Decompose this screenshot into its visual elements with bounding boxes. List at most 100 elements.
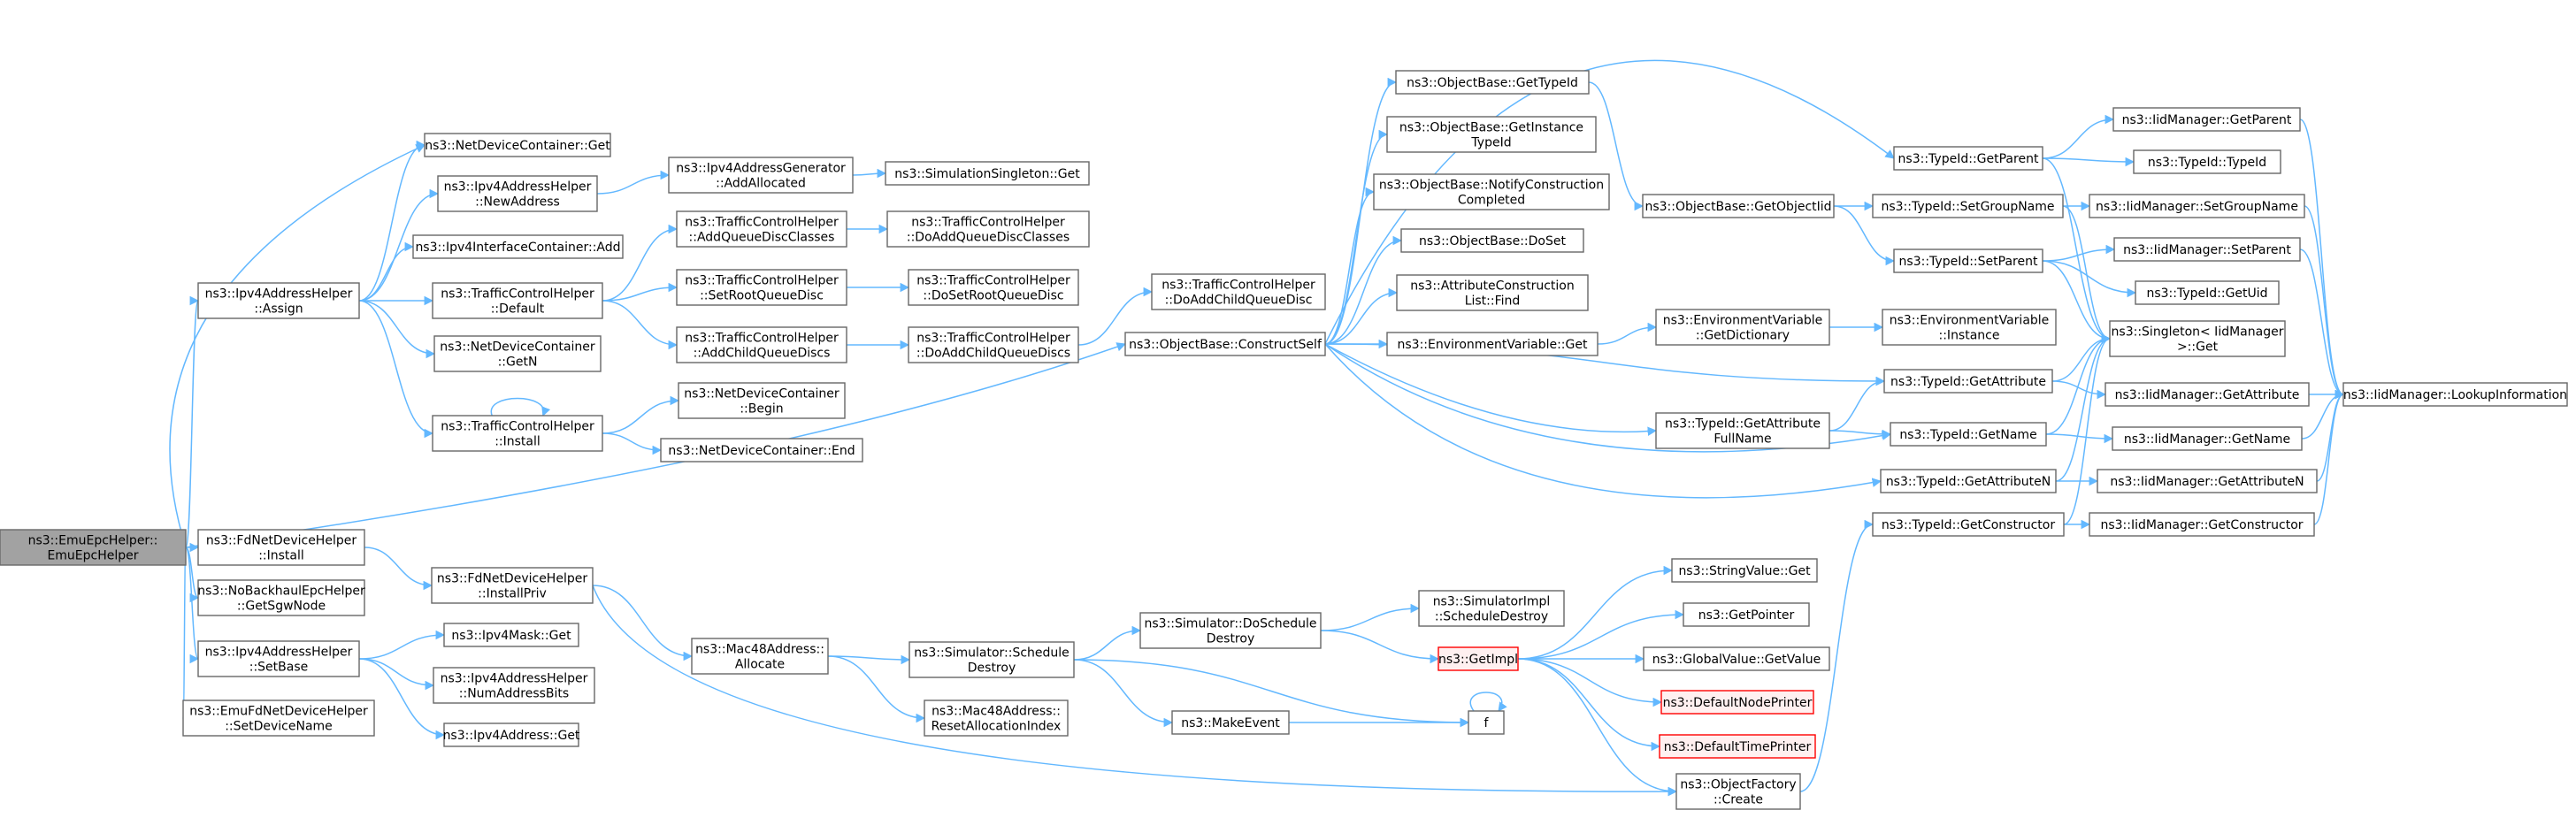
node-tch-dosetroot[interactable]: ns3::TrafficControlHelper::DoSetRootQueu… [908,269,1079,306]
node-tid-getuid[interactable]: ns3::TypeId::GetUid [2135,280,2280,305]
node-root[interactable]: ns3::EmuEpcHelper::EmuEpcHelper [0,529,187,566]
node-makeevent[interactable]: ns3::MakeEvent [1171,710,1290,735]
node-ipv4ah-assign[interactable]: ns3::Ipv4AddressHelper::Assign [197,282,360,319]
node-iid-getctor[interactable]: ns3::IidManager::GetConstructor [2089,512,2315,537]
node-tid-typeid[interactable]: ns3::TypeId::TypeId [2133,149,2281,174]
node-ndc-end[interactable]: ns3::NetDeviceContainer::End [660,438,863,463]
node-label-line: Destroy [968,661,1016,676]
node-label-line: f [1484,716,1490,730]
node-tch-addqdc[interactable]: ns3::TrafficControlHelper::AddQueueDiscC… [676,210,847,248]
node-nobh-getsgw[interactable]: ns3::NoBackhaulEpcHelper::GetSgwNode [197,579,365,616]
node-tid-getattr[interactable]: ns3::TypeId::GetAttribute [1883,369,2053,394]
node-ipv4mask-get[interactable]: ns3::Ipv4Mask::Get [443,623,579,647]
node-emufd-setdev[interactable]: ns3::EmuFdNetDeviceHelper::SetDeviceName [182,700,375,737]
node-tid-getparent[interactable]: ns3::TypeId::GetParent [1893,146,2043,171]
node-tch-default[interactable]: ns3::TrafficControlHelper::Default [432,282,603,319]
node-simsingleton-get[interactable]: ns3::SimulationSingleton::Get [885,161,1090,186]
node-ipv4ic-add[interactable]: ns3::Ipv4InterfaceContainer::Add [412,234,624,259]
edge-ipv4ah_setbase-to-ipv4mask_get [358,630,446,660]
node-ndc-begin[interactable]: ns3::NetDeviceContainer::Begin [678,382,846,419]
edge-mac48_alloc-to-sim_schedestroy [827,654,911,665]
node-ob-doset[interactable]: ns3::ObjectBase::DoSet [1400,228,1584,253]
node-tch-doaddchilds[interactable]: ns3::TrafficControlHelper::DoAddChildQue… [908,326,1079,363]
node-ndc-getn[interactable]: ns3::NetDeviceContainer::GetN [433,335,602,372]
node-label-line: ns3::GetPointer [1698,608,1795,623]
node-ipv4ag-addalloc[interactable]: ns3::Ipv4AddressGenerator::AddAllocated [668,157,854,194]
node-tid-getattrn[interactable]: ns3::TypeId::GetAttributeN [1880,469,2057,493]
node-ob-getobjtid[interactable]: ns3::ObjectBase::GetObjectIid [1642,194,1835,218]
node-iid-setparent[interactable]: ns3::IidManager::SetParent [2113,237,2301,262]
node-f[interactable]: f [1468,710,1505,735]
node-ipv4addr-get[interactable]: ns3::Ipv4Address::Get [443,722,580,747]
node-stringvalue-get[interactable]: ns3::StringValue::Get [1671,558,1818,583]
node-tch-doaddqdc[interactable]: ns3::TrafficControlHelper::DoAddQueueDis… [886,210,1090,248]
node-label-line: EmuEpcHelper [47,549,138,563]
node-globalvalue-get[interactable]: ns3::GlobalValue::GetValue [1643,646,1830,671]
node-envvar-getdict[interactable]: ns3::EnvironmentVariable::GetDictionary [1655,309,1830,346]
node-fdndh-installpriv[interactable]: ns3::FdNetDeviceHelper::InstallPriv [431,567,594,604]
node-simimpl-schedestroy[interactable]: ns3::SimulatorImpl::ScheduleDestroy [1418,590,1565,627]
node-iid-getparent[interactable]: ns3::IidManager::GetParent [2112,107,2301,132]
node-getimpl[interactable]: ns3::GetImpl [1438,646,1519,671]
node-tch-addchild[interactable]: ns3::TrafficControlHelper::AddChildQueue… [676,326,847,363]
node-label-line: ns3::SimulatorImpl [1433,595,1551,609]
node-fdndh-install[interactable]: ns3::FdNetDeviceHelper::Install [197,529,365,566]
node-label-line: ns3::ObjectBase::DoSet [1419,234,1566,248]
node-ipv4ah-numbits[interactable]: ns3::Ipv4AddressHelper::NumAddressBits [433,667,595,704]
node-envvar-get[interactable]: ns3::EnvironmentVariable::Get [1386,332,1598,356]
node-ob-construct[interactable]: ns3::ObjectBase::ConstructSelf [1124,332,1326,356]
node-box [2089,194,2305,218]
node-box [1373,173,1610,210]
node-tid-getctor[interactable]: ns3::TypeId::GetConstructor [1872,512,2065,537]
node-envvar-inst[interactable]: ns3::EnvironmentVariable::Instance [1882,309,2057,346]
node-label-line: ns3::IidManager::SetParent [2123,243,2291,257]
node-box [660,438,863,463]
node-iid-getname[interactable]: ns3::IidManager::GetName [2112,426,2303,451]
node-ob-gettypeid[interactable]: ns3::ObjectBase::GetTypeId [1395,70,1590,95]
node-label-line: ::Instance [1939,329,2000,343]
node-tch-install[interactable]: ns3::TrafficControlHelper::Install [432,415,603,452]
edge-tch_default-to-tch_addchild [602,300,678,350]
node-mac48-reset[interactable]: ns3::Mac48Address::ResetAllocationIndex [924,700,1069,737]
node-ipv4ah-setbase[interactable]: ns3::Ipv4AddressHelper::SetBase [197,640,360,677]
node-label-line: ::DoAddChildQueueDisc [1165,294,1313,308]
node-objfactory-create[interactable]: ns3::ObjectFactory::Create [1675,773,1801,810]
node-getpointer[interactable]: ns3::GetPointer [1683,602,1810,627]
node-tid-setparent[interactable]: ns3::TypeId::SetParent [1893,248,2043,273]
edge-fdndh_install-to-fdndh_installpriv [364,547,433,591]
node-deftimeprinter[interactable]: ns3::DefaultTimePrinter [1659,734,1816,759]
node-label-line: ns3::IidManager::GetAttribute [2115,388,2300,402]
node-ndc-get[interactable]: ns3::NetDeviceContainer::Get [424,133,611,157]
node-box [886,210,1090,248]
node-iid-lookup[interactable]: ns3::IidManager::LookupInformation [2342,382,2568,407]
edge-ob_construct-to-acl_find [1324,287,1399,345]
node-tid-getname[interactable]: ns3::TypeId::GetName [1890,422,2047,447]
node-label-line: ns3::ObjectBase::GetObjectIid [1644,200,1831,214]
node-box [432,415,603,452]
node-ipv4ah-newaddr[interactable]: ns3::Ipv4AddressHelper::NewAddress [437,175,598,212]
node-label-line: ns3::TrafficControlHelper [685,332,839,346]
node-sim-schedestroy[interactable]: ns3::Simulator::ScheduleDestroy [908,641,1075,678]
node-label-line: ns3::TypeId::GetUid [2146,287,2267,301]
node-label-line: ns3::NetDeviceContainer::Get [425,139,610,153]
node-label-line: ns3::NoBackhaulEpcHelper [197,585,365,599]
node-label-line: ::DoAddQueueDiscClasses [907,231,1070,245]
node-label-line: ns3::Ipv4AddressGenerator [676,162,846,176]
node-iid-setgroup[interactable]: ns3::IidManager::SetGroupName [2089,194,2305,218]
node-tid-setgroup[interactable]: ns3::TypeId::SetGroupName [1872,194,2064,218]
node-iid-getattr[interactable]: ns3::IidManager::GetAttribute [2104,382,2310,407]
node-defnodeprinter[interactable]: ns3::DefaultNodePrinter [1660,690,1814,715]
node-ob-notify[interactable]: ns3::ObjectBase::NotifyConstructionCompl… [1373,173,1610,210]
node-mac48-alloc[interactable]: ns3::Mac48Address::Allocate [691,638,829,675]
node-box [1400,228,1584,253]
node-singleton-get[interactable]: ns3::Singleton< IidManager>::Get [2109,320,2286,357]
node-tch-setroot[interactable]: ns3::TrafficControlHelper::SetRootQueueD… [676,269,847,306]
node-box [1386,116,1597,153]
node-tch-doaddchild[interactable]: ns3::TrafficControlHelper::DoAddChildQue… [1151,273,1326,310]
node-iid-getattrn[interactable]: ns3::IidManager::GetAttributeN [2097,469,2318,493]
node-box [433,667,595,704]
